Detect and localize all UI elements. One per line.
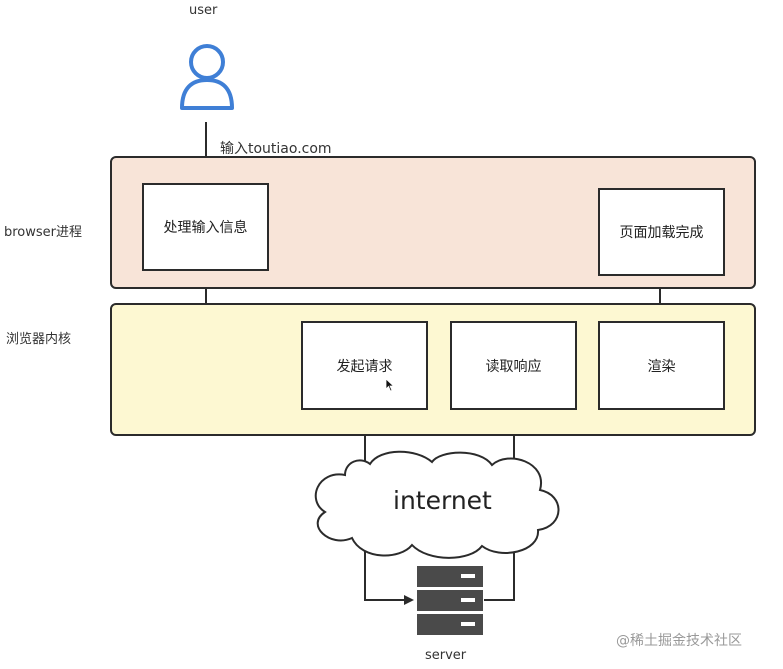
browser-kernel-label: 浏览器内核 — [6, 332, 72, 347]
internet-label: internet — [393, 486, 492, 515]
server-icon — [417, 566, 483, 636]
input-url-label: 输入toutiao.com — [220, 141, 332, 157]
read-response-box: 读取响应 — [450, 321, 577, 410]
browser-process-label: browser进程 — [4, 225, 83, 240]
mouse-cursor-icon — [385, 378, 395, 392]
page-loaded-box: 页面加载完成 — [598, 188, 725, 276]
send-request-box: 发起请求 — [301, 321, 428, 410]
watermark: @稀土掘金技术社区 — [616, 633, 742, 649]
render-box: 渲染 — [598, 321, 725, 410]
internet-cloud — [314, 450, 560, 559]
server-label: server — [425, 648, 467, 663]
user-label: user — [189, 3, 218, 18]
user-icon — [180, 44, 234, 110]
process-input-box: 处理输入信息 — [142, 183, 269, 271]
